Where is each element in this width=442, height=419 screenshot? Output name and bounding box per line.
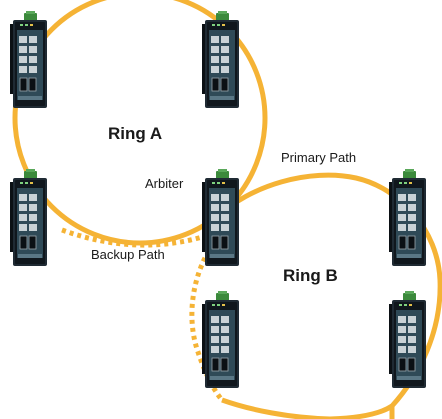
ring-b-label: Ring B: [283, 266, 338, 285]
switch-ring-a-left: [9, 168, 48, 267]
switch-ring-b-right: [388, 168, 427, 267]
switch-ring-b-bottom-left: [201, 290, 240, 389]
backup-path-line: [61, 227, 213, 248]
ring-b-bottom-arc: [221, 397, 394, 419]
ring-a-label: Ring A: [108, 124, 163, 143]
arbiter-label: Arbiter: [145, 176, 184, 191]
ring-a-circle: [12, 0, 268, 246]
switch-ring-a-top-right: [201, 10, 240, 109]
primary-path-label: Primary Path: [281, 150, 357, 165]
backup-path-label: Backup Path: [91, 247, 165, 262]
switch-ring-a-top-left: [9, 10, 48, 109]
ring-b-backup-segment: [189, 242, 224, 402]
switch-ring-b-bottom-right: [388, 290, 427, 389]
switch-arbiter: [201, 168, 240, 267]
